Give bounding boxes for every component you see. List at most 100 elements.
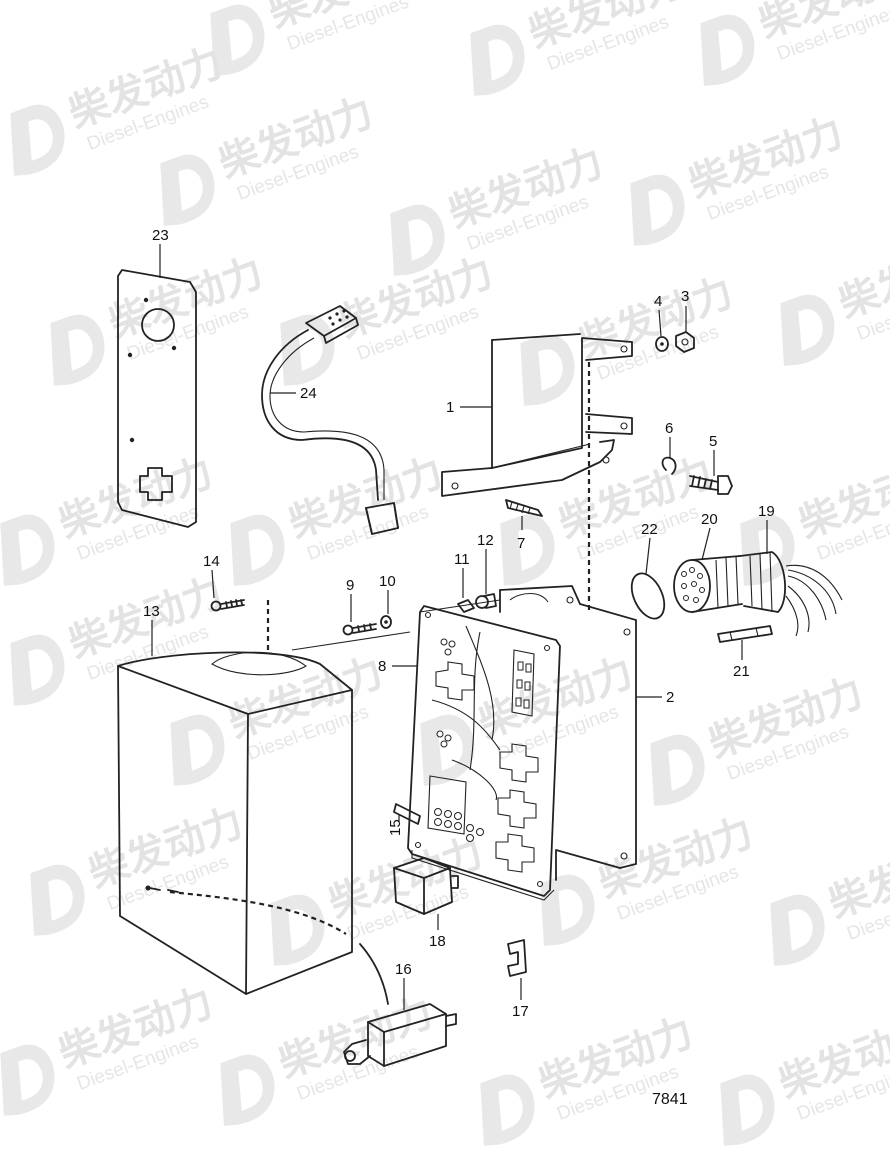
callout-22: 22: [641, 521, 658, 538]
callout-15: 15: [387, 819, 404, 836]
callout-20: 20: [701, 511, 718, 528]
watermark-logo-icon: [0, 514, 55, 586]
watermark-logo-icon: [390, 204, 445, 276]
watermark-logo-icon: [780, 294, 835, 366]
watermark-logo-icon: [420, 714, 475, 786]
part-5-bolt: [689, 475, 733, 495]
callout-12: 12: [477, 532, 494, 549]
callout-10: 10: [379, 573, 396, 590]
callout-23: 23: [152, 227, 169, 244]
watermark-logo-icon: [220, 1054, 275, 1126]
part-23-mounting-plate: [117, 269, 197, 528]
watermark-logo-icon: [740, 514, 795, 586]
part-1-upper-bracket: [441, 333, 633, 497]
callout-19: 19: [758, 503, 775, 520]
callout-24: 24: [300, 385, 317, 402]
watermark-logo-icon: [270, 894, 325, 966]
part-22-o-ring: [630, 572, 666, 620]
part-9-screw: [342, 623, 377, 636]
watermark-logo-icon: [540, 874, 595, 946]
watermark-logo-icon: [0, 1044, 55, 1116]
callout-21: 21: [733, 663, 750, 680]
watermark-logo-icon: [500, 514, 555, 586]
connector-line: [291, 631, 411, 651]
watermark-logo-icon: [650, 734, 705, 806]
callout-17: 17: [512, 1003, 529, 1020]
watermark-logo-icon: [280, 314, 335, 386]
watermark-logo-icon: [630, 174, 685, 246]
watermark-logo-icon: [520, 334, 575, 406]
callout-11: 11: [454, 551, 470, 568]
part-4-washer: [655, 336, 669, 352]
part-2-lower-bracket: [499, 585, 637, 881]
part-19-cable-plug: [739, 551, 843, 637]
watermark-logo-icon: [470, 24, 525, 96]
diagram-number: 7841: [652, 1091, 688, 1108]
callout-3: 3: [681, 288, 689, 305]
callout-labels: 23 24 1 2 3 4 5 6 7 8 9 10 11 12 13 14 1…: [143, 227, 775, 1020]
part-24-cable-harness: [261, 305, 399, 535]
watermark-logo-icon: [480, 1074, 535, 1146]
part-12-spacer: [475, 593, 497, 609]
watermark-logo-icon: [170, 714, 225, 786]
watermark-logo-icon: [10, 634, 65, 706]
callout-14: 14: [203, 553, 220, 570]
part-8-circuit-board: [407, 605, 561, 901]
watermark-logo-icon: [210, 4, 265, 76]
watermark-logo-icon: [770, 894, 825, 966]
callout-5: 5: [709, 433, 717, 450]
callout-16: 16: [395, 961, 412, 978]
watermark-logo-icon: [30, 864, 85, 936]
watermark-logo-icon: [160, 154, 215, 226]
watermark-logo-icon: [700, 14, 755, 86]
part-15-pin: [393, 803, 421, 825]
leader-lines: [151, 244, 768, 1010]
watermark-logo-icon: [50, 314, 105, 386]
callout-7: 7: [517, 535, 525, 552]
callout-4: 4: [654, 293, 662, 310]
part-18-relay: [393, 857, 459, 915]
alignment-line-wire: [169, 890, 347, 935]
part-13-cover-box: [117, 651, 389, 1005]
part-17-clip: [507, 939, 527, 977]
callout-13: 13: [143, 603, 160, 620]
callout-18: 18: [429, 933, 446, 950]
callout-8: 8: [378, 658, 386, 675]
callout-9: 9: [346, 577, 354, 594]
part-16-switch: [343, 1003, 457, 1067]
callout-1: 1: [446, 399, 454, 416]
callout-2: 2: [666, 689, 674, 706]
part-11-spacer: [457, 599, 475, 613]
watermark-logo-icon: [10, 104, 65, 176]
watermark-brand: 柴发动力: [833, 229, 890, 327]
part-10-washer: [380, 615, 392, 629]
part-21-fuse: [717, 625, 773, 643]
part-20-connector: [673, 555, 743, 613]
part-14-screw: [210, 599, 245, 612]
watermark-logo-icon: [720, 1074, 775, 1146]
callout-6: 6: [665, 420, 673, 437]
watermark-logo-icon: [230, 514, 285, 586]
